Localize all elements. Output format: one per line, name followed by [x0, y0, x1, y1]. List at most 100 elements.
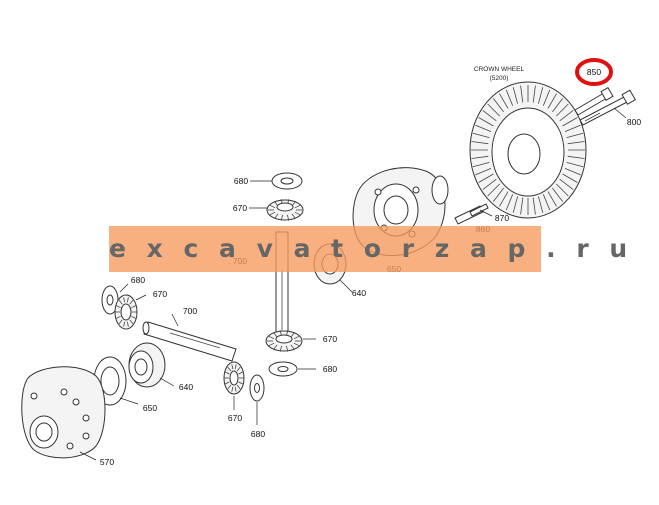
gear-tooth	[224, 381, 230, 385]
pinion-gear-670-center	[265, 330, 303, 352]
gear-tooth	[505, 89, 514, 106]
gear-tooth	[273, 344, 278, 350]
gear-tooth	[471, 155, 489, 159]
gear-tooth	[115, 315, 121, 319]
gear-tooth	[231, 364, 234, 370]
label-670-center: 670	[323, 334, 337, 344]
gear-tooth	[118, 300, 123, 305]
gear-tooth	[478, 173, 494, 183]
gear-tooth	[482, 178, 497, 190]
label-680-center: 680	[323, 364, 337, 374]
gear-tooth	[556, 103, 569, 117]
label-680-left: 680	[131, 275, 145, 285]
gear-tooth	[512, 87, 518, 104]
label-800: 800	[627, 117, 641, 127]
gear-tooth	[269, 204, 276, 209]
gear-tooth	[552, 187, 564, 202]
gear-tooth	[231, 386, 234, 392]
differential-case-570	[21, 366, 106, 459]
gear-tooth	[542, 89, 551, 106]
gear-tooth	[567, 141, 585, 145]
label-640-left: 640	[179, 382, 193, 392]
gear-tooth	[268, 342, 275, 347]
gear-tooth	[472, 132, 490, 138]
label-700-left: 700	[183, 306, 197, 316]
gear-tooth	[234, 386, 237, 392]
gear-tooth	[547, 93, 557, 109]
gear-tooth	[566, 162, 584, 168]
gear-tooth	[123, 297, 126, 303]
label-650: 650	[143, 403, 157, 413]
gear-tooth	[126, 321, 129, 327]
gear-tooth	[280, 214, 283, 221]
gear-tooth	[268, 335, 275, 340]
crown-wheel	[469, 81, 587, 219]
gear-tooth	[471, 141, 489, 145]
gear-tooth	[238, 381, 244, 385]
bolt-850	[574, 86, 614, 116]
gear-tooth	[487, 103, 500, 117]
label-640-right: 640	[352, 288, 366, 298]
gear-tooth	[499, 93, 509, 109]
thrust-washer-680-top	[271, 172, 303, 190]
watermark-text: e x c a v a t o r z a p . r u	[109, 234, 634, 263]
label-850: 850	[587, 67, 601, 77]
gear-tooth	[567, 155, 585, 159]
gear-tooth	[562, 173, 578, 183]
bolt-800	[579, 89, 637, 126]
highlight-ring	[575, 58, 613, 86]
gear-tooth	[115, 305, 121, 309]
gear-tooth	[520, 85, 524, 103]
gear-tooth	[482, 110, 497, 122]
gear-tooth	[274, 213, 279, 219]
label-670-left: 670	[153, 289, 167, 299]
gear-tooth	[286, 345, 289, 352]
pin-870	[454, 203, 489, 225]
gear-tooth	[556, 183, 569, 197]
gear-tooth	[512, 196, 518, 213]
label-570: 570	[100, 457, 114, 467]
gear-tooth	[499, 191, 509, 207]
gear-tooth	[564, 168, 581, 176]
label-680-top: 680	[234, 176, 248, 186]
gear-tooth	[487, 183, 500, 197]
gear-tooth	[562, 117, 578, 127]
label-680-lower: 680	[251, 429, 265, 439]
gear-tooth	[131, 315, 137, 319]
gear-tooth	[290, 332, 295, 338]
gear-tooth	[532, 85, 536, 103]
gear-tooth	[227, 366, 232, 372]
gear-tooth	[293, 342, 300, 347]
gear-tooth	[505, 194, 514, 211]
gear-tooth	[566, 132, 584, 138]
pinion-gear-670-left	[114, 294, 138, 330]
gear-tooth	[131, 305, 137, 309]
thrust-washer-680-center	[268, 361, 298, 377]
crown-wheel-code: (5200)	[490, 75, 509, 82]
label-670-lower: 670	[228, 413, 242, 423]
gear-tooth	[538, 87, 544, 104]
gear-tooth	[547, 191, 557, 207]
pinion-gear-670-lower	[223, 361, 245, 395]
pinion-gear-670-top	[266, 199, 304, 221]
gear-tooth	[478, 117, 494, 127]
label-870: 870	[495, 213, 509, 223]
gear-tooth	[118, 319, 123, 324]
gear-tooth	[129, 300, 134, 305]
gear-tooth	[129, 319, 134, 324]
gear-tooth	[224, 371, 230, 375]
gear-tooth	[238, 371, 244, 375]
cross-shaft-700-horizontal	[142, 321, 237, 362]
gear-tooth	[273, 332, 278, 338]
label-670-top: 670	[233, 203, 247, 213]
crown-wheel-title: CROWN WHEEL	[474, 66, 525, 73]
gear-tooth	[532, 197, 536, 215]
gear-tooth	[236, 366, 241, 372]
gear-tooth	[538, 196, 544, 213]
gear-tooth	[269, 211, 276, 216]
gear-tooth	[290, 344, 295, 350]
gear-tooth	[520, 197, 524, 215]
gear-tooth	[472, 162, 490, 168]
gear-tooth	[552, 98, 564, 113]
gear-tooth	[559, 110, 574, 122]
